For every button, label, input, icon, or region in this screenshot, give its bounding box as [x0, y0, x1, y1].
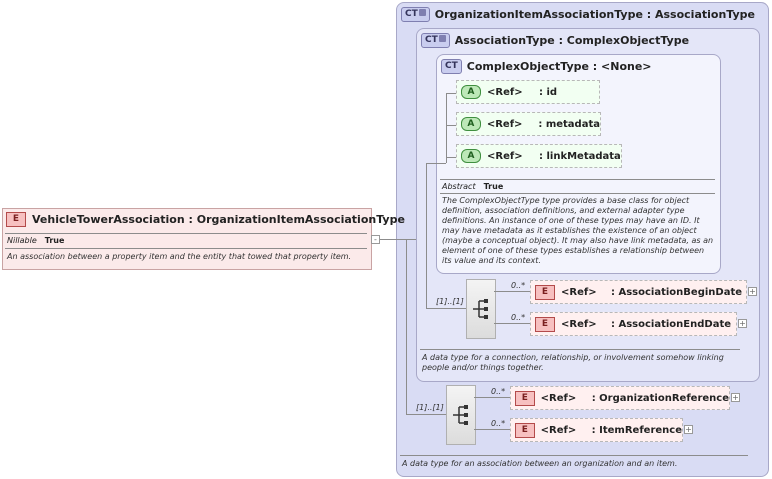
- connector-line: [406, 414, 446, 415]
- attribute-icon: A: [461, 85, 481, 99]
- connector-line: [446, 93, 447, 163]
- outer-type-header: CT OrganizationItemAssociationType : Ass…: [401, 7, 755, 22]
- element-ref: <Ref>: [561, 318, 597, 330]
- inner-type-header: CT ComplexObjectType : <None>: [441, 59, 652, 74]
- element-ref: <Ref>: [540, 392, 577, 404]
- element-icon: E: [535, 284, 555, 300]
- element-item-reference[interactable]: E <Ref> : ItemReference: [510, 418, 683, 442]
- attribute-id[interactable]: A <Ref> : id: [456, 80, 600, 104]
- collapse-button[interactable]: -: [371, 235, 380, 244]
- divider: [440, 179, 715, 180]
- element-name: : OrganizationReference: [591, 392, 729, 404]
- complex-type-icon: CT: [421, 33, 450, 48]
- attribute-link-metadata[interactable]: A <Ref> : linkMetadata: [456, 144, 622, 168]
- main-element-description: An association between a property item a…: [7, 252, 352, 261]
- occurs-label: 0..*: [511, 281, 526, 290]
- attribute-icon: A: [461, 149, 481, 163]
- connector-line: [474, 429, 510, 430]
- connector-line: [474, 397, 510, 398]
- sequence-compositor[interactable]: [446, 385, 476, 445]
- connector-line: [446, 125, 456, 126]
- outer-type-description: A data type for an association between a…: [402, 459, 678, 468]
- divider: [400, 455, 748, 456]
- connector-line: [370, 239, 406, 240]
- nillable-value: True: [44, 236, 65, 245]
- attribute-name: : metadata: [538, 118, 600, 130]
- occurs-label: 0..*: [491, 387, 506, 396]
- divider: [440, 193, 715, 194]
- expand-button[interactable]: +: [731, 393, 740, 402]
- connector-line: [494, 291, 530, 292]
- attribute-ref: <Ref>: [486, 118, 523, 130]
- nillable-property: Nillable True: [7, 236, 64, 245]
- sequence-icon: [473, 299, 488, 319]
- element-icon: E: [535, 316, 555, 332]
- element-name: : ItemReference: [591, 424, 682, 436]
- connector-line: [406, 239, 416, 240]
- abstract-label: Abstract: [442, 182, 476, 191]
- attribute-ref: <Ref>: [487, 86, 523, 98]
- mid-type-title: AssociationType : ComplexObjectType: [454, 34, 690, 47]
- expand-button[interactable]: +: [748, 287, 757, 296]
- element-icon: E: [515, 390, 535, 406]
- connector-line: [446, 93, 456, 94]
- expand-button[interactable]: +: [738, 319, 747, 328]
- connector-line: [446, 157, 456, 158]
- main-element-header: E VehicleTowerAssociation : Organization…: [6, 212, 405, 227]
- element-association-begin-date[interactable]: E <Ref> : AssociationBeginDate: [530, 280, 747, 304]
- attribute-name: : id: [539, 86, 558, 98]
- attribute-metadata[interactable]: A <Ref> : metadata: [456, 112, 601, 136]
- connector-line: [426, 308, 466, 309]
- nillable-label: Nillable: [7, 236, 37, 245]
- mid-type-header: CT AssociationType : ComplexObjectType: [421, 33, 689, 48]
- connector-line: [406, 239, 407, 414]
- expand-button[interactable]: +: [684, 425, 693, 434]
- main-element-title: VehicleTowerAssociation : OrganizationIt…: [32, 213, 405, 226]
- attribute-name: : linkMetadata: [539, 150, 621, 162]
- inner-type-title: ComplexObjectType : <None>: [466, 60, 652, 73]
- element-ref: <Ref>: [540, 424, 577, 436]
- occurs-label: 0..*: [511, 313, 526, 322]
- divider: [5, 248, 367, 249]
- sequence-compositor[interactable]: [466, 279, 496, 339]
- sequence-icon: [453, 405, 468, 425]
- main-element[interactable]: [2, 208, 372, 270]
- element-organization-reference[interactable]: E <Ref> : OrganizationReference: [510, 386, 730, 410]
- element-icon: E: [515, 422, 535, 438]
- element-name: : AssociationEndDate: [611, 318, 732, 330]
- complex-type-icon: CT: [401, 7, 430, 22]
- connector-line: [426, 163, 427, 308]
- divider: [5, 233, 367, 234]
- mid-type-description: A data type for a connection, relationsh…: [422, 353, 724, 372]
- element-icon: E: [6, 212, 26, 227]
- attribute-ref: <Ref>: [487, 150, 523, 162]
- sequence-cardinality: [1]..[1]: [416, 403, 444, 412]
- element-association-end-date[interactable]: E <Ref> : AssociationEndDate: [530, 312, 737, 336]
- complex-type-icon: CT: [441, 59, 462, 74]
- divider: [420, 349, 740, 350]
- abstract-property: Abstract True: [442, 182, 503, 191]
- inner-type-description: The ComplexObjectType type provides a ba…: [442, 196, 714, 265]
- element-ref: <Ref>: [561, 286, 597, 298]
- element-name: : AssociationBeginDate: [611, 286, 743, 298]
- connector-line: [494, 323, 530, 324]
- connector-line: [426, 163, 446, 164]
- outer-type-title: OrganizationItemAssociationType : Associ…: [434, 8, 755, 21]
- abstract-value: True: [483, 182, 504, 191]
- occurs-label: 0..*: [491, 419, 506, 428]
- sequence-cardinality: [1]..[1]: [436, 297, 464, 306]
- attribute-icon: A: [461, 117, 481, 131]
